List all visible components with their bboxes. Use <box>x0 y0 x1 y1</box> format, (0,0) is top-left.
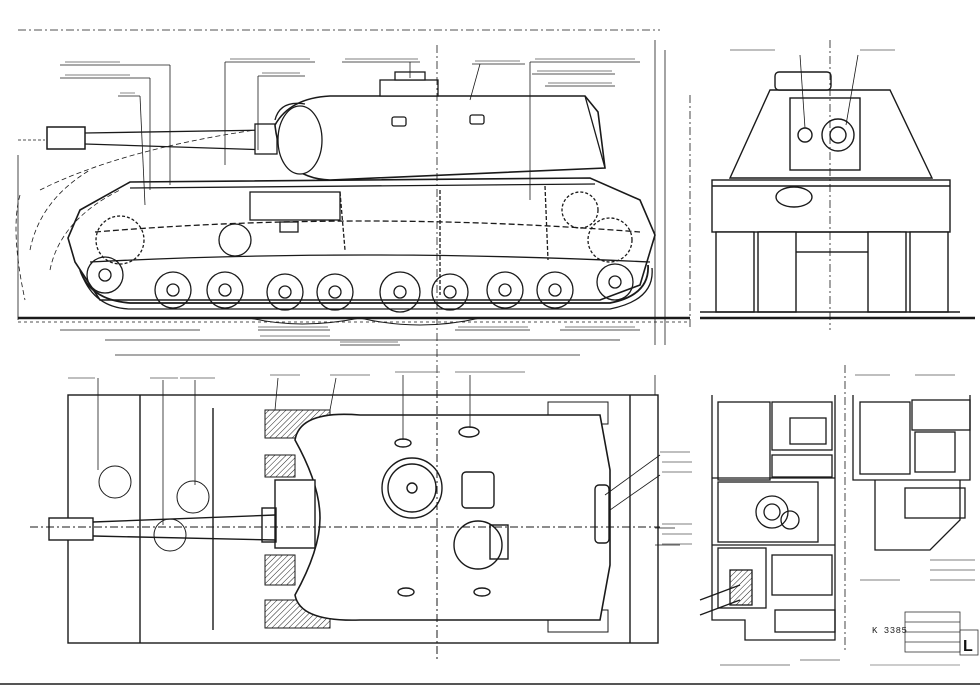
front-elevation-view <box>700 40 975 330</box>
sheet-letter: L <box>963 638 973 655</box>
turret-front <box>728 71 934 179</box>
plan-fittings <box>30 390 660 660</box>
drawing-number: K 3385 <box>872 626 908 636</box>
hull-front <box>711 179 951 253</box>
main-gun-side <box>46 123 278 155</box>
leader-lines-side <box>17 29 691 390</box>
title-block <box>870 611 979 666</box>
plan-view <box>30 371 692 660</box>
track-side <box>79 256 653 326</box>
turret-side <box>274 71 606 181</box>
road-wheel-side <box>86 256 634 313</box>
front-leader-lines <box>730 40 895 330</box>
side-elevation-view <box>15 29 691 390</box>
section-view-left <box>699 365 846 666</box>
section-view-right <box>852 374 975 581</box>
side-annotation-marks <box>65 58 635 343</box>
hull-side <box>67 177 656 301</box>
plan-leader-lines <box>97 375 680 546</box>
tracks-front <box>700 231 960 313</box>
page-border-line <box>0 683 980 685</box>
main-gun-plan <box>48 479 316 549</box>
hull-deck-plan <box>294 413 611 621</box>
plan-annotation-marks <box>68 371 692 545</box>
